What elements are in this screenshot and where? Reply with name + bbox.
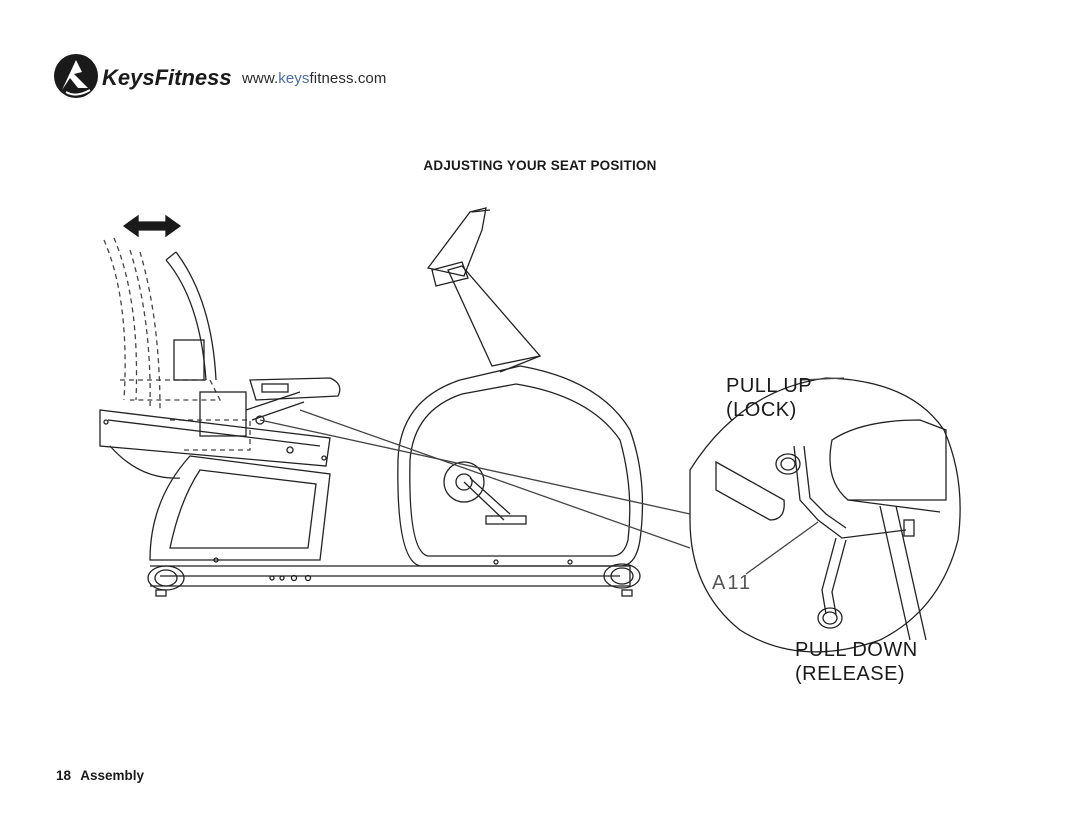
pull-down-label: PULL DOWN xyxy=(795,639,918,661)
section-title: ADJUSTING YOUR SEAT POSITION xyxy=(423,158,657,173)
website-url: www.keysfitness.com xyxy=(242,70,387,87)
section-name: Assembly xyxy=(80,768,145,783)
lock-label: (LOCK) xyxy=(726,399,797,421)
keys-fitness-logo: KeysFitness xyxy=(54,54,232,98)
seat-adjust-arrow-icon xyxy=(122,214,182,238)
pull-up-label: PULL UP xyxy=(726,375,813,397)
detail-magnifier xyxy=(689,377,961,653)
page-number: 18 xyxy=(56,768,72,783)
part-label-a11: A11 xyxy=(712,572,753,594)
page-footer: 18 Assembly xyxy=(56,768,144,783)
release-label: (RELEASE) xyxy=(795,663,906,685)
svg-text:KeysFitness: KeysFitness xyxy=(102,65,232,90)
